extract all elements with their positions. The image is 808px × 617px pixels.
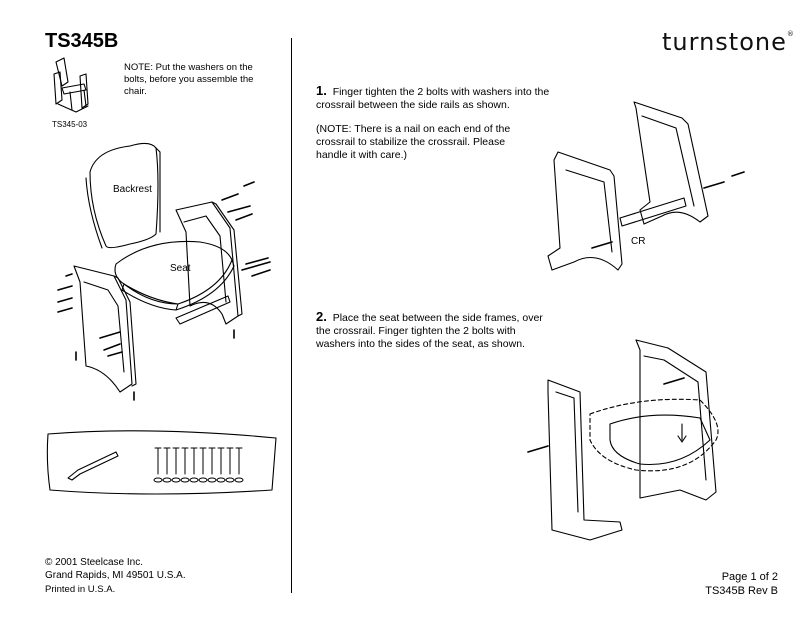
copyright-line: © 2001 Steelcase Inc. [45,557,143,568]
model-label: TS345-03 [52,120,88,129]
left-side-frame-drawing [73,265,137,393]
bolts-group [57,181,271,401]
step-1-note: (NOTE: There is a nail on each end of th… [316,123,511,161]
step-1-text: Finger tighten the 2 bolts with washers … [316,86,550,111]
step2-illustration [527,339,719,541]
washer-note: NOTE: Put the washers on the bolts, befo… [124,62,254,97]
printed-in-line: Printed in U.S.A. [45,584,116,595]
footer-copyright: © 2001 Steelcase Inc. Grand Rapids, MI 4… [45,556,186,582]
brand-logo: turnstone® [662,28,795,56]
backrest-drawing [85,142,161,249]
page-number: Page 1 of 2 [721,571,778,583]
step1-illustration [547,101,745,271]
step-1: 1. Finger tighten the 2 bolts with washe… [316,84,556,112]
seat-drawing [114,240,235,311]
revision: TS345B Rev B [705,585,778,597]
hardware-kit-drawing [46,430,277,495]
step-2-text: Place the seat between the side frames, … [316,312,543,350]
document-id-title: TS345B [45,30,119,52]
column-divider [291,38,292,593]
footer-page-info: Page 1 of 2 TS345B Rev B [660,570,778,598]
step-2-number: 2. [316,309,327,324]
right-side-frame-drawing [175,201,243,325]
backrest-label: Backrest [113,184,152,195]
crossrail-label: CR [631,236,646,247]
chair-thumbnail [53,57,89,113]
step-1-number: 1. [316,83,327,98]
seat-label: Seat [170,263,191,274]
step-2: 2. Place the seat between the side frame… [316,310,556,351]
registered-mark: ® [786,30,795,38]
brand-wordmark: turnstone [662,28,787,56]
address-line: Grand Rapids, MI 49501 U.S.A. [45,570,186,581]
